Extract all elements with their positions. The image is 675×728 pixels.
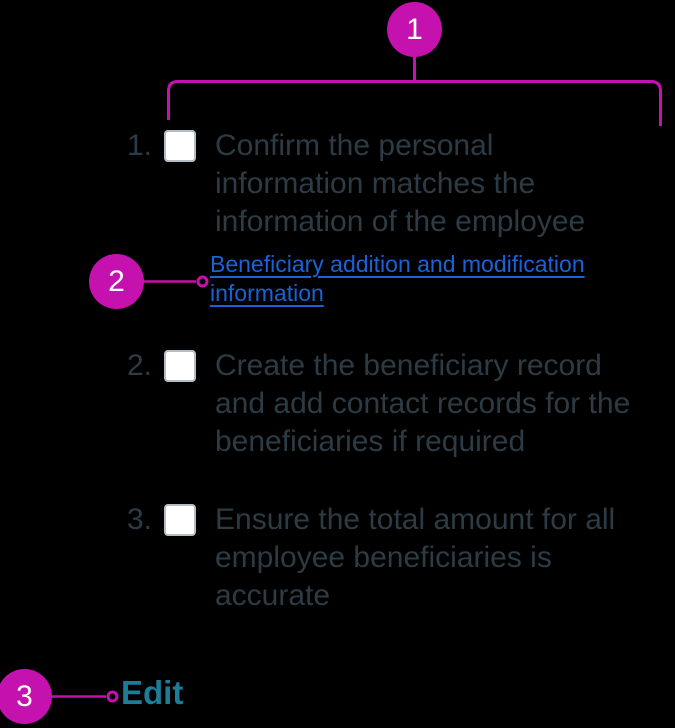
item-1-number: 1. — [126, 129, 152, 162]
callout-3-badge: 3 — [0, 669, 52, 724]
item-2-number: 2. — [126, 349, 152, 382]
item-3-text: Ensure the total amount for all employee… — [215, 503, 616, 612]
item-1-checkbox[interactable] — [164, 130, 196, 162]
item-1-text: Confirm the personal information matches… — [215, 129, 586, 238]
item-3-number: 3. — [126, 503, 152, 536]
item-2-text: Create the beneficiary record and add co… — [215, 349, 631, 458]
checklist-item-3: 3. Ensure the total amount for all emplo… — [112, 501, 635, 615]
callout-2-pointer-dot — [196, 275, 209, 288]
item-3-checkbox[interactable] — [164, 504, 196, 536]
callout-1-badge: 1 — [387, 2, 442, 57]
checklist-bracket — [167, 80, 662, 126]
edit-link[interactable]: Edit — [121, 674, 184, 711]
callout-3-pointer-dot — [106, 690, 119, 703]
checklist-item-2: 2. Create the beneficiary record and add… — [112, 347, 635, 461]
beneficiary-info-link[interactable]: Beneficiary addition and modification in… — [210, 251, 585, 306]
checklist-item-1: 1. Confirm the personal information matc… — [112, 127, 635, 241]
callout-2-badge: 2 — [89, 254, 144, 309]
item-2-checkbox[interactable] — [164, 350, 196, 382]
